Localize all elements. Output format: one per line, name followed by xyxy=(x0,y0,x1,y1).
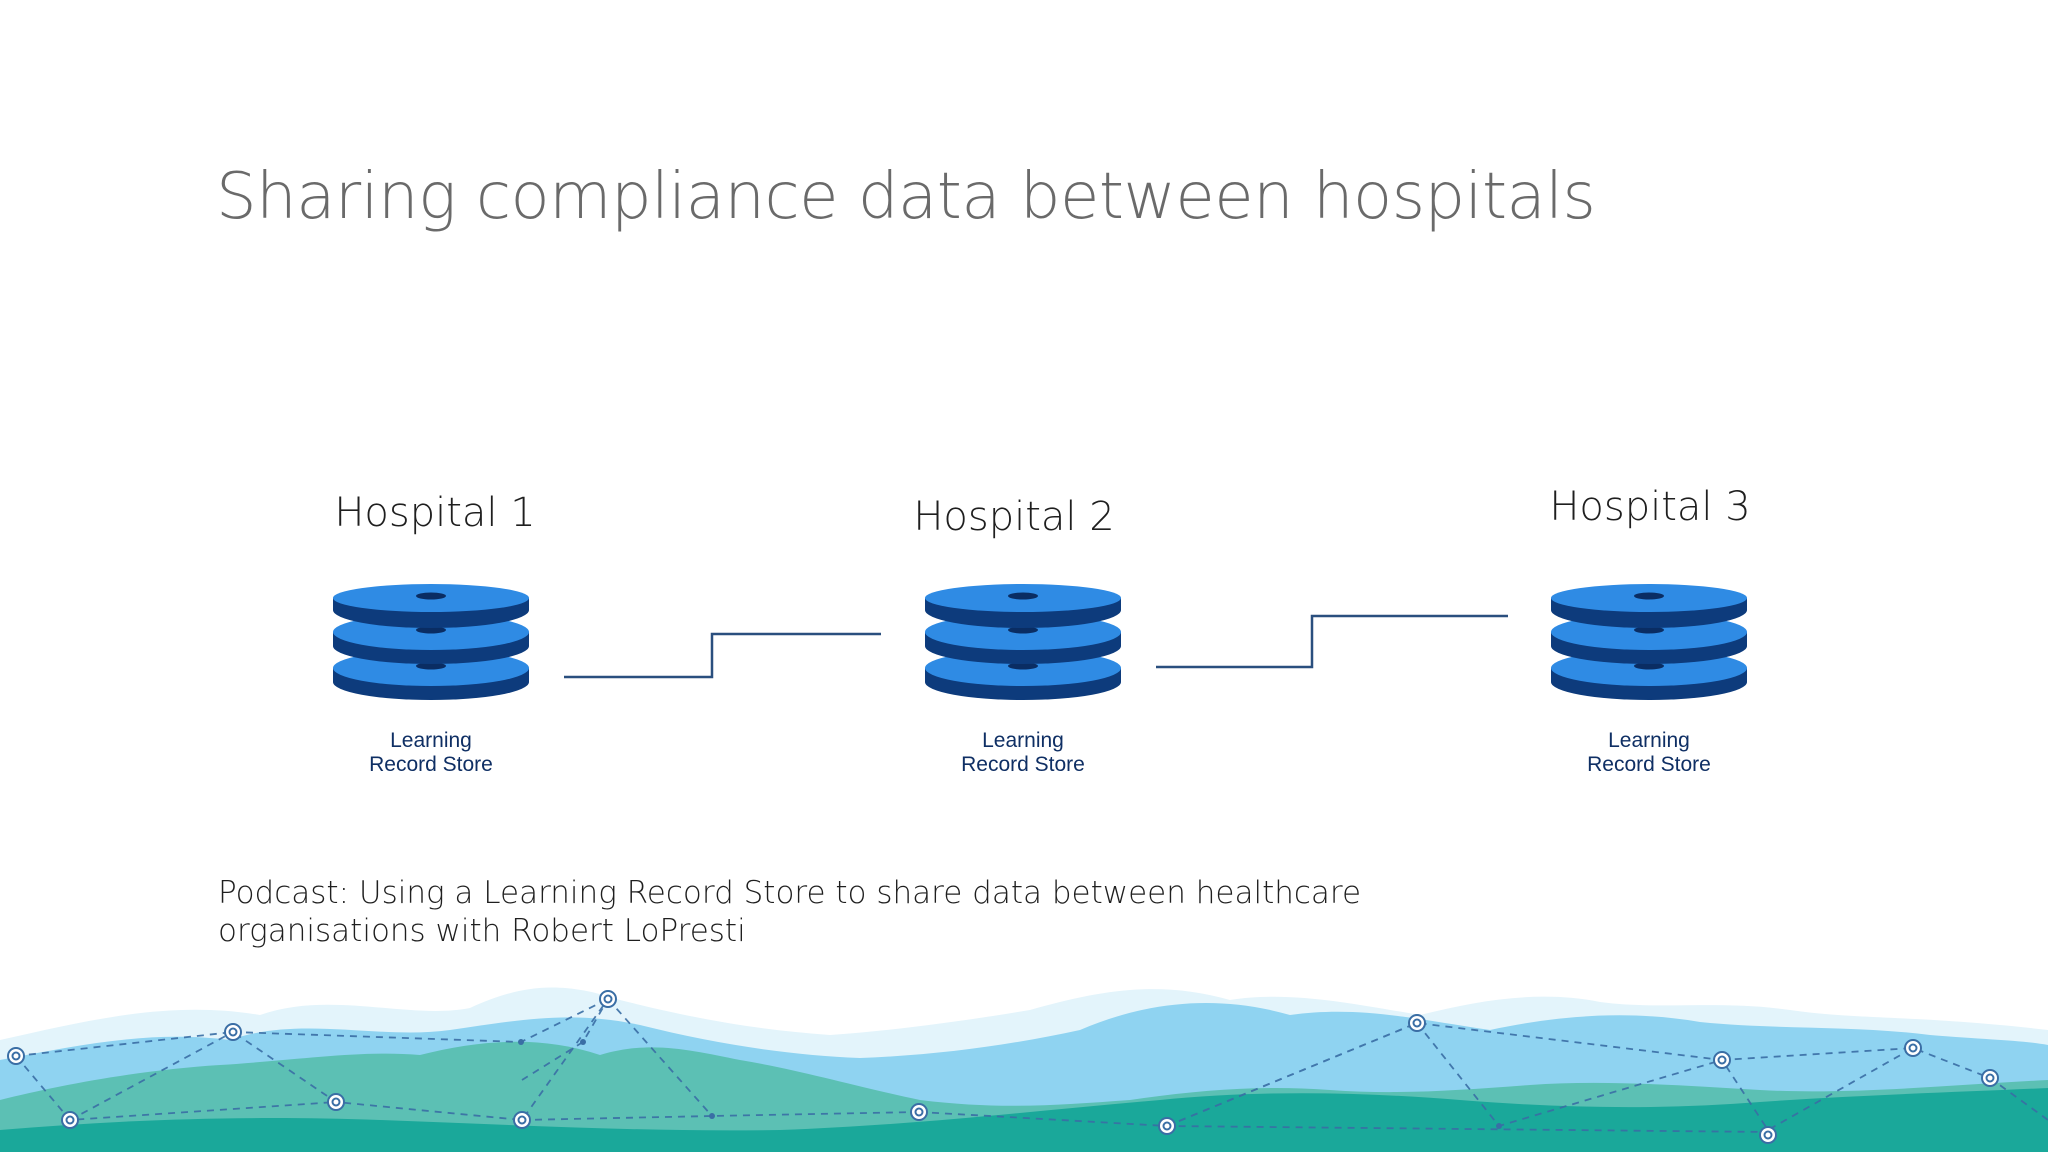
lrs-label-3: Learning Record Store xyxy=(1529,729,1769,777)
lrs-label-line2: Record Store xyxy=(1587,753,1711,776)
lrs-label-line1: Learning xyxy=(390,729,472,752)
network-nodes xyxy=(7,990,1999,1144)
connector-hospital-2-to-3 xyxy=(1156,614,1508,669)
mountain-network-decoration xyxy=(0,987,2048,1152)
database-stack-icon xyxy=(333,584,529,700)
podcast-caption: Podcast: Using a Learning Record Store t… xyxy=(218,875,1362,949)
network-small-nodes xyxy=(518,1039,1502,1129)
hospital-2-label: Hospital 2 xyxy=(913,494,1115,540)
connector-hospital-1-to-2 xyxy=(564,632,881,679)
hospital-3-label: Hospital 3 xyxy=(1549,484,1751,530)
slide-title: Sharing compliance data between hospital… xyxy=(216,160,1596,234)
lrs-label-1: Learning Record Store xyxy=(311,729,551,777)
mountain-layer-dark xyxy=(0,1088,2048,1152)
lrs-label-line1: Learning xyxy=(1608,729,1690,752)
database-stack-icon xyxy=(1551,584,1747,700)
lrs-label-line1: Learning xyxy=(982,729,1064,752)
hospital-1-label: Hospital 1 xyxy=(334,490,536,536)
lrs-label-line2: Record Store xyxy=(961,753,1085,776)
lrs-label-line2: Record Store xyxy=(369,753,493,776)
lrs-label-2: Learning Record Store xyxy=(903,729,1143,777)
database-stack-icon xyxy=(925,584,1121,700)
